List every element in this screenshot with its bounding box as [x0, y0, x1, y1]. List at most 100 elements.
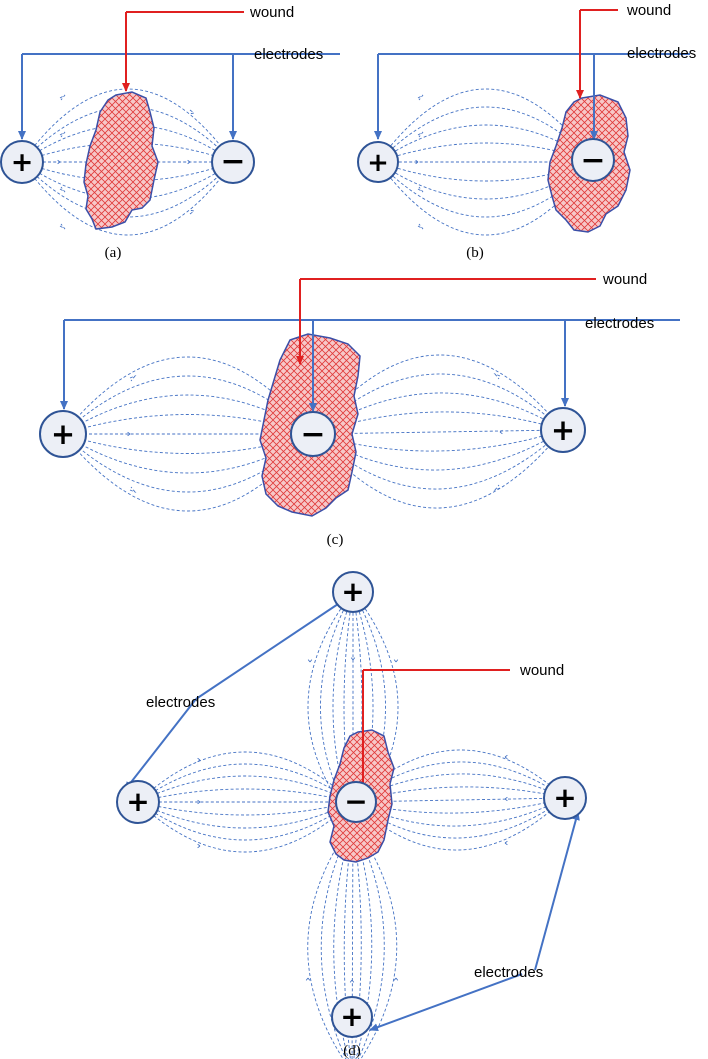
panel-d: + + + + − wound electrodes electrodes (d…: [116, 571, 587, 1059]
field-arrow: [304, 977, 312, 983]
field-arrow: [417, 131, 424, 138]
positive-electrode: [116, 780, 160, 824]
field-arrow: [59, 186, 66, 193]
negative-sign: −: [580, 143, 605, 178]
field-arrow: [504, 753, 510, 761]
field-line: [137, 801, 353, 853]
field-arrow: [417, 223, 424, 230]
negative-electrode: [290, 411, 336, 457]
field-line: [351, 797, 566, 803]
electrodes-label: electrodes: [254, 46, 323, 63]
field-arrow: [348, 979, 356, 985]
field-line: [351, 773, 566, 803]
positive-sign: +: [340, 1000, 363, 1033]
field-line: [137, 751, 353, 803]
wound-label: wound: [602, 271, 647, 288]
positive-sign: +: [367, 148, 389, 178]
field-arrow: [195, 842, 201, 850]
field-line: [352, 821, 385, 1059]
positive-electrode: [331, 996, 373, 1038]
field-line: [351, 797, 566, 839]
positive-sign: +: [551, 413, 575, 447]
positive-sign: +: [126, 785, 149, 818]
wound-label: wound: [519, 662, 564, 679]
field-line: [137, 801, 353, 829]
electrodes-label: electrodes: [585, 315, 654, 332]
field-line: [21, 142, 234, 163]
positive-sign: +: [553, 781, 576, 814]
field-line: [21, 161, 234, 182]
field-arrow: [195, 798, 201, 806]
positive-electrode: [0, 140, 44, 184]
field-line: [137, 801, 353, 816]
field-arrow: [493, 484, 501, 492]
field-line: [377, 106, 595, 163]
electrode-arrow: [124, 698, 197, 791]
field-line: [377, 161, 595, 236]
field-line: [137, 788, 353, 803]
negative-sign: −: [300, 417, 325, 452]
negative-electrode: [211, 140, 255, 184]
electrodes-lead-line: [195, 595, 351, 700]
negative-electrode: [335, 781, 377, 823]
field-line: [312, 429, 564, 435]
field-line: [377, 88, 595, 163]
field-arrow: [125, 430, 131, 438]
field-arrow: [417, 186, 424, 193]
field-arrow: [129, 486, 137, 494]
field-arrow: [55, 158, 61, 166]
field-line: [312, 429, 564, 471]
wound-label: wound: [249, 4, 294, 21]
field-line: [312, 429, 564, 490]
field-arrow: [417, 94, 424, 101]
electrode-arrow: [534, 811, 580, 971]
field-line: [377, 161, 595, 218]
field-arrow: [504, 795, 510, 803]
panel-a: + − wound electrodes (a): [0, 4, 340, 261]
negative-electrode: [571, 138, 615, 182]
positive-electrode: [540, 407, 586, 453]
field-arrow: [349, 655, 357, 661]
field-line: [137, 775, 353, 803]
wound-label: wound: [626, 2, 671, 19]
field-arrow: [59, 223, 66, 230]
field-arrow: [185, 158, 191, 166]
field-arrow: [59, 94, 66, 101]
field-line: [351, 797, 566, 851]
electrodes-label: electrodes: [627, 45, 696, 62]
panel-caption: (c): [327, 532, 344, 548]
positive-electrode: [357, 141, 399, 183]
panel-caption: (d): [343, 1043, 361, 1059]
field-arrow: [188, 109, 196, 115]
field-line: [351, 749, 566, 803]
field-arrow: [188, 209, 196, 215]
field-arrow: [129, 374, 137, 382]
panel-c: + − + wound electrodes (c): [39, 271, 680, 548]
positive-sign: +: [341, 575, 364, 608]
positive-sign: +: [11, 147, 34, 178]
positive-sign: +: [51, 417, 75, 451]
field-arrow: [413, 158, 419, 166]
panel-caption: (b): [466, 245, 484, 261]
field-arrow: [493, 372, 501, 380]
field-arrow: [59, 131, 66, 138]
negative-sign: −: [344, 785, 367, 818]
field-line: [343, 591, 354, 823]
field-arrow: [195, 756, 201, 764]
positive-electrode: [543, 776, 587, 820]
field-arrow: [392, 657, 400, 663]
electrodes-lead-line: [369, 973, 523, 1031]
electrodes-label: electrodes: [474, 964, 543, 981]
field-line: [21, 88, 234, 163]
panel-caption: (a): [105, 245, 122, 261]
positive-electrode: [332, 571, 374, 613]
panel-b: + − wound electrodes (b): [357, 2, 696, 261]
wound-area: [83, 91, 159, 230]
positive-electrode: [39, 410, 87, 458]
field-arrow: [306, 657, 314, 663]
field-line: [137, 763, 353, 803]
electrodes-label: electrodes: [146, 694, 215, 711]
field-line: [21, 161, 234, 236]
field-arrow: [392, 977, 400, 983]
